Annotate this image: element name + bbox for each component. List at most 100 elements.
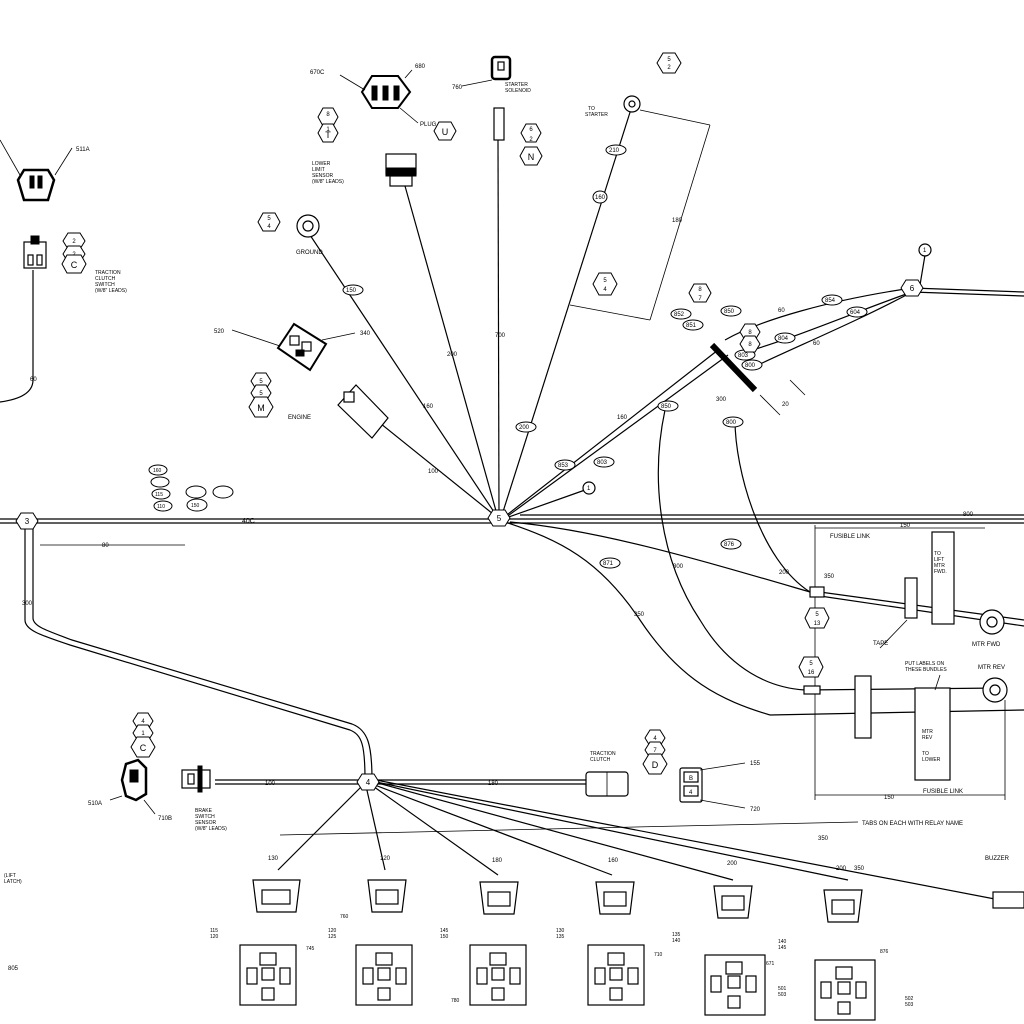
svg-text:800: 800 <box>963 512 974 518</box>
conn-340-label: 340 <box>360 331 371 337</box>
svg-text:13: 13 <box>814 621 821 627</box>
svg-text:SENSOR: SENSOR <box>195 820 217 826</box>
svg-text:150: 150 <box>346 288 357 294</box>
left-vertical-harness <box>0 139 373 781</box>
svg-text:510A: 510A <box>88 801 102 807</box>
hub-4-label: 4 <box>366 778 371 787</box>
svg-text:210: 210 <box>609 148 620 154</box>
svg-text:(W/8" LEADS): (W/8" LEADS) <box>195 826 227 832</box>
svg-text:120: 120 <box>380 856 391 862</box>
plug-connector-670c: 670C 680 PLUG <box>310 64 437 128</box>
hub-5-label: 5 <box>497 514 502 523</box>
svg-text:700: 700 <box>495 333 506 339</box>
plug-label: PLUG <box>420 122 437 128</box>
svg-text:501: 501 <box>778 986 787 992</box>
svg-text:60: 60 <box>30 377 37 383</box>
svg-text:300: 300 <box>716 397 727 403</box>
svg-text:SOLENOID: SOLENOID <box>505 88 531 94</box>
svg-text:8: 8 <box>326 112 330 118</box>
svg-text:200: 200 <box>836 866 847 872</box>
svg-text:2: 2 <box>529 137 533 143</box>
svg-text:N: N <box>528 152 535 162</box>
right-side-annotations: FUSIBLE LINK 150 FUSIBLE LINK 150 TAPE P… <box>830 523 1010 862</box>
svg-text:M: M <box>257 403 265 413</box>
svg-text:804: 804 <box>778 336 789 342</box>
svg-text:671: 671 <box>766 961 775 967</box>
traction-clutch-switch-label: TRACTION <box>95 270 121 276</box>
svg-text:D: D <box>652 760 659 770</box>
svg-text:CLUTCH: CLUTCH <box>95 276 116 282</box>
svg-text:200: 200 <box>519 425 530 431</box>
lower-harness <box>215 779 1001 901</box>
svg-text:MTR: MTR <box>934 563 945 569</box>
svg-text:300: 300 <box>22 601 33 607</box>
upper-right-bundle <box>709 254 1024 416</box>
svg-text:350: 350 <box>818 836 829 842</box>
svg-text:40C: 40C <box>242 518 255 525</box>
svg-text:T: T <box>325 130 331 140</box>
svg-text:5: 5 <box>259 391 263 397</box>
svg-text:1: 1 <box>587 486 591 492</box>
svg-text:120: 120 <box>210 934 219 940</box>
engine-plug: ENGINE <box>288 384 389 439</box>
svg-text:100: 100 <box>428 469 439 475</box>
svg-text:130: 130 <box>268 856 279 862</box>
svg-text:LATCH): LATCH) <box>4 879 22 885</box>
svg-text:150: 150 <box>900 523 911 529</box>
connector-511a: 511A <box>16 147 90 202</box>
svg-text:160: 160 <box>423 404 434 410</box>
hub-3-label: 3 <box>25 517 30 526</box>
svg-text:C: C <box>140 743 147 753</box>
svg-text:60: 60 <box>778 308 785 314</box>
svg-text:180: 180 <box>492 858 503 864</box>
svg-text:C: C <box>71 260 78 270</box>
svg-text:5: 5 <box>815 612 819 618</box>
svg-text:4: 4 <box>653 736 657 742</box>
svg-text:REV: REV <box>922 735 933 741</box>
svg-text:125: 125 <box>328 934 337 940</box>
svg-text:(LIFT: (LIFT <box>4 873 16 879</box>
svg-text:LIFT: LIFT <box>934 557 944 563</box>
svg-text:BRAKE: BRAKE <box>195 808 213 814</box>
svg-text:60: 60 <box>813 341 820 347</box>
svg-text:745: 745 <box>306 946 315 952</box>
svg-text:5: 5 <box>267 216 271 222</box>
svg-text:1: 1 <box>326 127 330 133</box>
svg-text:FUSIBLE LINK: FUSIBLE LINK <box>830 534 870 540</box>
to-starter-label: TO <box>588 106 595 112</box>
svg-text:760: 760 <box>340 914 349 920</box>
svg-text:8: 8 <box>698 287 702 293</box>
svg-text:80: 80 <box>102 543 109 549</box>
svg-text:5: 5 <box>667 57 671 63</box>
svg-text:6: 6 <box>529 127 533 133</box>
svg-text:851: 851 <box>686 323 697 329</box>
conn-520-label: 520 <box>214 329 225 335</box>
svg-text:BUZZER: BUZZER <box>985 856 1010 862</box>
svg-text:850: 850 <box>661 404 672 410</box>
svg-text:2: 2 <box>72 239 76 245</box>
svg-text:CLUTCH: CLUTCH <box>590 757 611 763</box>
svg-text:780: 780 <box>451 998 460 1004</box>
svg-text:100: 100 <box>265 781 276 787</box>
hub-6-label: 6 <box>910 284 915 293</box>
svg-text:U: U <box>442 127 449 137</box>
svg-text:SWITCH: SWITCH <box>95 282 115 288</box>
svg-text:B: B <box>689 776 693 782</box>
engine-label: ENGINE <box>288 415 311 421</box>
ground-label: GROUND <box>296 250 323 256</box>
fan-wires <box>307 105 811 716</box>
engine-connector-520: 520 340 <box>214 322 371 372</box>
svg-text:155: 155 <box>750 761 761 767</box>
svg-text:115: 115 <box>155 492 163 498</box>
svg-text:140: 140 <box>672 938 681 944</box>
svg-text:854: 854 <box>825 298 836 304</box>
svg-text:150: 150 <box>884 795 895 801</box>
svg-text:150: 150 <box>440 934 449 940</box>
svg-text:503: 503 <box>905 1002 914 1008</box>
svg-text:853: 853 <box>558 463 569 469</box>
